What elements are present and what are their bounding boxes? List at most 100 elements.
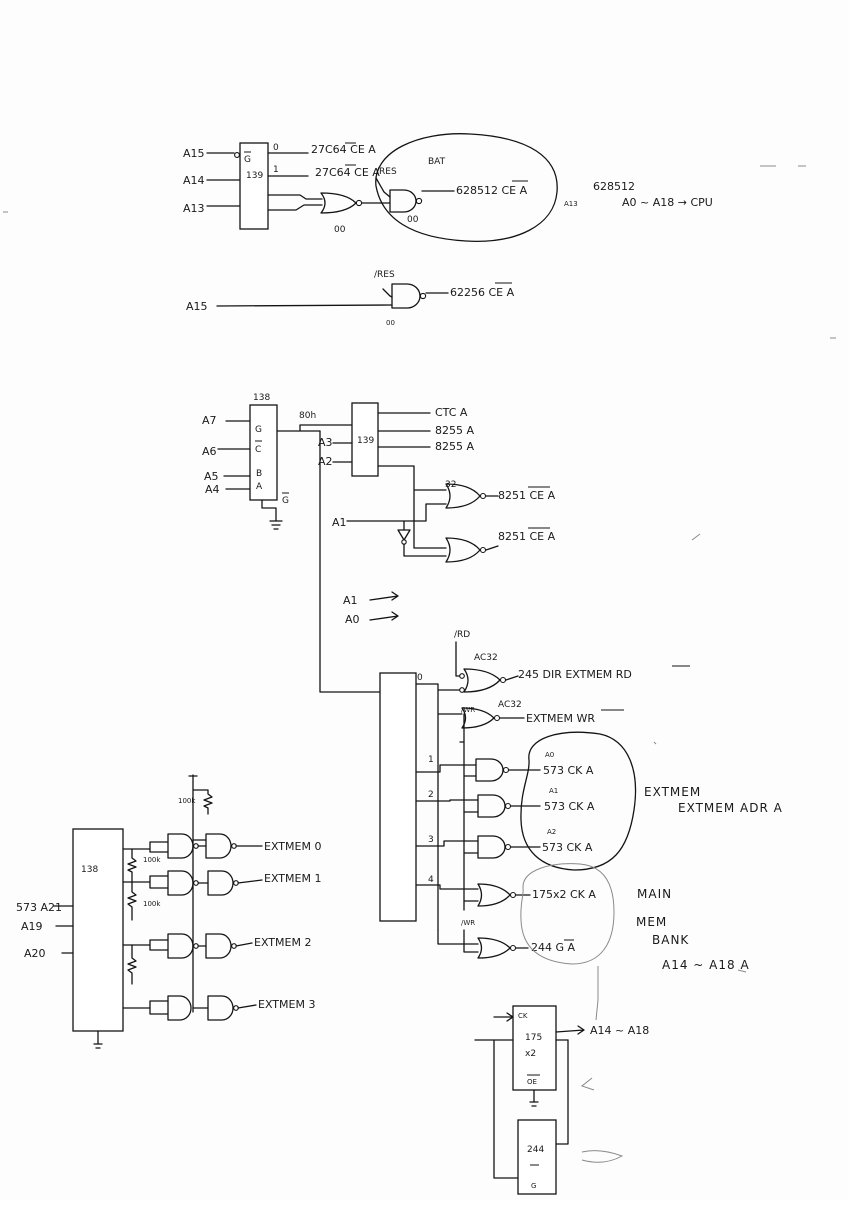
bank-latch-section: CK 175 x2 OE A14 ~ A18 244 G [474, 1005, 649, 1195]
latch-bit-a0: A0 [545, 751, 554, 759]
ext-row0-wires [122, 841, 169, 853]
a1-wires [346, 503, 447, 531]
extmem-1: EXTMEM 1 [264, 872, 321, 885]
extmem-select-section: 138 573 A21 A19 A20 100k 100k 100k EXTME… [16, 774, 321, 1049]
or-gate-wr [461, 707, 495, 729]
dec2-input-wires [332, 442, 353, 463]
latch-out-arrow [555, 1025, 585, 1035]
arrow-a0 [369, 611, 399, 621]
nand-input-wires [361, 177, 391, 204]
pin-g1: G [255, 425, 262, 435]
uart-ce-1: 8251 CE A [498, 489, 556, 502]
arrow-a1-label: A1 [343, 594, 358, 607]
nand-gate-2-bubble [419, 292, 427, 300]
pin-g2: G [282, 496, 289, 506]
ext-input-a20: A20 [24, 947, 46, 960]
or-gate-g-bubble [509, 944, 517, 952]
res-label-2: /RES [374, 270, 395, 280]
input-label-a13: A13 [183, 202, 205, 215]
or-gate-uart-1-bubble [479, 492, 487, 500]
ctc-ce: CTC A [435, 406, 468, 419]
uart-ce-2: 8251 CE A [498, 530, 556, 543]
or-gate-label: 00 [334, 225, 346, 235]
note-part-628512: 628512 [593, 180, 635, 193]
nand-latch-a2-bubble [504, 843, 512, 851]
decoder-138-io-box [249, 404, 278, 501]
ppi-ce-2: 8255 A [435, 440, 474, 453]
nand-gate-1 [389, 189, 417, 213]
latch-bit-a1: A1 [549, 787, 558, 795]
inverter-a1 [397, 529, 411, 541]
oe-ground [529, 1089, 539, 1107]
latch-ce-a0: 573 CK A [543, 764, 594, 777]
decoder-138-mem-box [379, 672, 417, 922]
bank-note-2: MEM [636, 915, 667, 929]
pullup-2 [127, 881, 137, 921]
ext1-wire [237, 879, 263, 884]
nand-ext-0 [167, 833, 194, 859]
io-input-a6: A6 [202, 445, 217, 458]
ext3-wire [237, 1004, 257, 1009]
enable-bubble [234, 152, 240, 158]
latch-oe-label: OE [527, 1078, 537, 1086]
nand-ext-0b [205, 833, 232, 859]
decoder-out-wires [267, 152, 309, 177]
bank-ce: 175x2 CK A [532, 888, 596, 901]
out1-wires [415, 764, 477, 777]
nand-gate-1-label: 00 [407, 215, 419, 225]
nand-ext-1 [167, 870, 194, 896]
or-gate-bank-bubble [509, 891, 517, 899]
or-gate-bank [477, 883, 511, 907]
latch-175-box [512, 1005, 557, 1091]
ext-input-wires [53, 905, 74, 954]
pin-a: A [256, 482, 263, 492]
out3-wires [415, 840, 479, 854]
io-input-a5: A5 [204, 470, 219, 483]
decoder-138-ext-box [72, 828, 124, 1032]
input-wires [206, 152, 241, 207]
ext-input-573-a21: 573 A21 [16, 901, 62, 914]
sram-ce-label: 628512 CE A [456, 184, 528, 197]
nand-gate-1-bubble [415, 197, 423, 205]
ram-62256-section: A15 /RES 00 62256 CE A [186, 270, 515, 327]
mem-out4: 4 [428, 875, 434, 885]
rd-out-wire [505, 675, 519, 681]
input-label-a15: A15 [183, 147, 205, 160]
vcc-rail [192, 774, 213, 1013]
ac32-label-1: AC32 [474, 653, 498, 663]
or-gate [320, 192, 357, 214]
extmem-2: EXTMEM 2 [254, 936, 311, 949]
margin-mark: A13 [564, 200, 578, 208]
buffer-244-label: 244 [527, 1145, 544, 1155]
addr-80h: 80h [299, 411, 316, 421]
ext-gate-row-1: EXTMEM 1 [167, 870, 321, 896]
nand-ext-3b [207, 995, 234, 1021]
nand-ext-1b [207, 870, 234, 896]
mem-out0: 0 [417, 673, 423, 683]
or-gate-uart-2-bubble [479, 546, 487, 554]
nand-ext-2 [167, 933, 194, 959]
io-ground [261, 499, 283, 530]
nand-ext-2b [205, 933, 232, 959]
wr-label: /WR [461, 706, 475, 714]
out0-wires [415, 683, 465, 931]
ppi-ce-1: 8255 A [435, 424, 474, 437]
decoder2-label: 139 [357, 436, 374, 446]
bank-group-ellipse [520, 863, 615, 965]
latch-175-label: 175 [525, 1033, 542, 1043]
res-100k-2: 100k [143, 900, 161, 908]
gate-32-label: 32 [445, 480, 456, 490]
ext-row3-wires [122, 1000, 169, 1015]
out0-label: 0 [273, 143, 279, 153]
rd-bubble [459, 673, 465, 679]
or-gate-g [477, 937, 511, 959]
extmem-3: EXTMEM 3 [258, 998, 315, 1011]
res-label-1: /RES [376, 167, 397, 177]
nand-latch-a0 [475, 758, 504, 782]
pin-g-label: G [244, 155, 251, 165]
ext2-wire [235, 942, 253, 947]
decoder-139-box [239, 142, 269, 230]
ac32-label-2: AC32 [498, 700, 522, 710]
input-label-a14: A14 [183, 174, 205, 187]
